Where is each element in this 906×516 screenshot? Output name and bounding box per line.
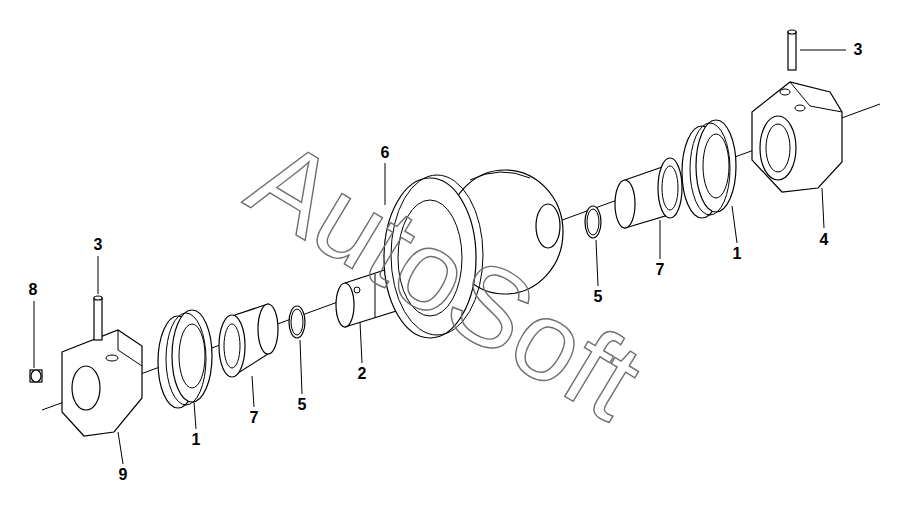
callout-number: 7 [249, 410, 260, 426]
callout-number: 3 [853, 42, 864, 58]
callout-number: 9 [118, 467, 129, 483]
callout-number: 5 [593, 289, 604, 305]
callout-number: 8 [28, 282, 39, 298]
callout-number: 7 [655, 262, 666, 278]
callout-number: 6 [380, 145, 391, 161]
callout-number: 3 [93, 237, 104, 253]
callout-number: 1 [191, 432, 202, 448]
callout-number: 5 [297, 397, 308, 413]
callout-number: 1 [732, 246, 743, 262]
callout-number: 2 [357, 366, 368, 382]
callout-number: 4 [819, 232, 830, 248]
watermark: AutoSoft [232, 121, 658, 438]
